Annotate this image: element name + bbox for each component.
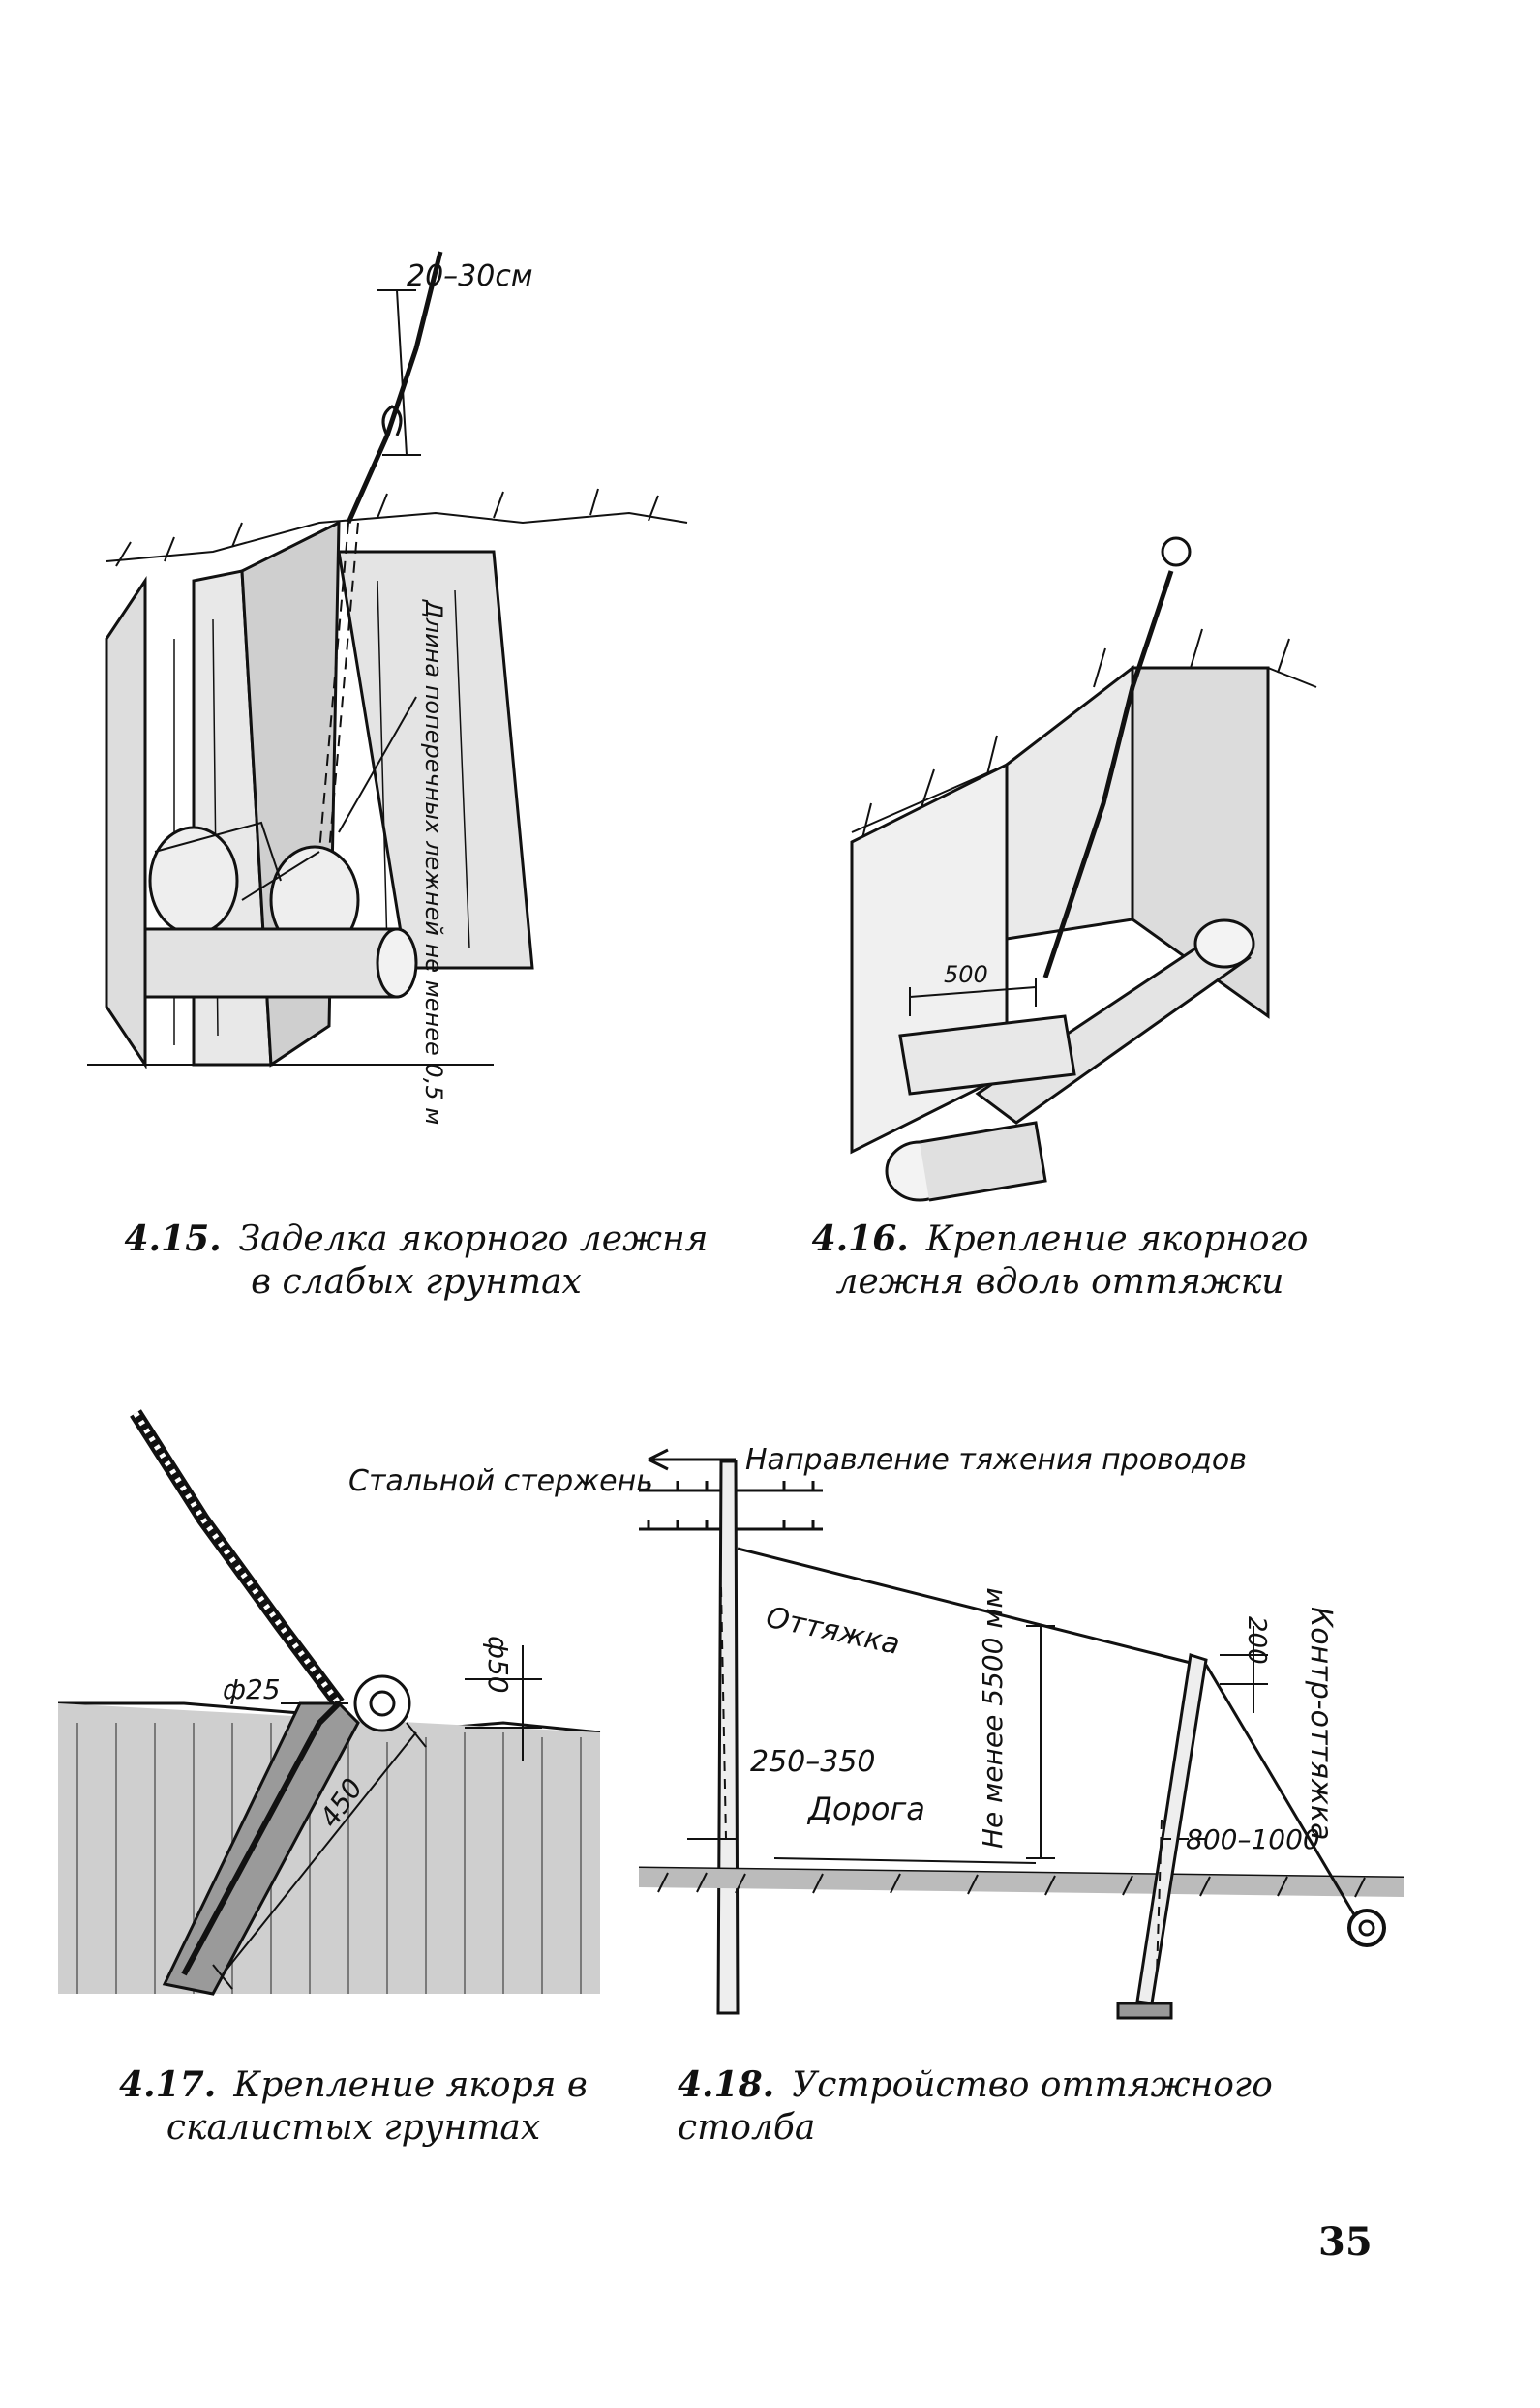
steel-rod-label: Стальной стержень bbox=[348, 1464, 653, 1498]
page-number: 35 bbox=[1318, 2219, 1373, 2265]
height-dimension bbox=[1026, 1625, 1055, 1859]
figure-4-18-drawing: Направление тяжения проводов Оттяжка 250… bbox=[638, 1443, 1404, 2020]
road bbox=[773, 1857, 1037, 1864]
figure-4-17: Стальной стержень ф25 ф50 450 bbox=[58, 1409, 653, 2013]
figure-4-16: 500 bbox=[842, 536, 1345, 1202]
road-label: Дорога bbox=[806, 1791, 925, 1827]
anchor-rod bbox=[1042, 570, 1174, 978]
counter-guy-label: Контр-оттяжка bbox=[1304, 1607, 1338, 1841]
pull-direction-label: Направление тяжения проводов bbox=[745, 1443, 1247, 1477]
crossbar-length-label: Длина поперечных лежней не менее 0,5 м bbox=[420, 599, 447, 1125]
top-offset-dimension bbox=[1220, 1626, 1268, 1713]
figure-number: 4.18. bbox=[678, 2064, 775, 2105]
main-log bbox=[143, 927, 399, 999]
anchor-cable bbox=[346, 251, 443, 525]
cross-log-1 bbox=[898, 1014, 1076, 1096]
log-end-far bbox=[1193, 918, 1255, 969]
caption-4-15: 4.15. Заделка якорного лежня в слабых гру… bbox=[116, 1218, 716, 1304]
figure-4-17-drawing: Стальной стержень ф25 ф50 450 bbox=[58, 1409, 653, 1996]
figure-number: 4.15. bbox=[124, 1219, 222, 1259]
dimension-line-50 bbox=[465, 1645, 542, 1761]
diameter-large-label: ф50 bbox=[482, 1636, 514, 1694]
dimension-line bbox=[377, 289, 421, 456]
caption-4-16: 4.16.Крепление якорного лежня вдоль оття… bbox=[770, 1218, 1350, 1304]
guy-pole-base bbox=[1116, 2002, 1173, 2020]
caption-text: Заделка якорного лежня в слабых грунтах bbox=[238, 1219, 709, 1302]
anchor-cable bbox=[130, 1409, 345, 1708]
main-pole bbox=[716, 1460, 740, 2015]
base-offset-label: 800–1000 bbox=[1186, 1823, 1320, 1855]
rod-eye bbox=[1161, 536, 1192, 567]
pull-direction-arrow bbox=[648, 1448, 736, 1471]
caption-4-18: 4.18.Устройство оттяжного столба bbox=[678, 2063, 1336, 2150]
counter-guy-wire bbox=[1204, 1664, 1357, 1917]
dimension-line bbox=[909, 978, 1037, 1016]
figure-4-16-drawing: 500 bbox=[850, 536, 1317, 1202]
dimension-line-450 bbox=[212, 1722, 427, 1990]
offset-label: 250–350 bbox=[750, 1745, 876, 1779]
caption-text: Крепление якоря в скалистых грунтах bbox=[166, 2065, 588, 2148]
guy-wire-label: Оттяжка bbox=[763, 1601, 902, 1662]
log-end-1 bbox=[148, 826, 239, 936]
rod-ring bbox=[353, 1674, 411, 1732]
ground-surface bbox=[106, 511, 688, 562]
top-offset-label: 200 bbox=[1242, 1616, 1271, 1665]
cable-offset-label: 20–30см bbox=[407, 259, 532, 293]
cable-loop bbox=[381, 405, 403, 436]
min-height-label: Не менее 5500 мм bbox=[977, 1587, 1009, 1849]
figure-4-15-drawing: 20–30см Длина поперечных лежней не менее… bbox=[87, 251, 688, 1125]
guy-wire bbox=[737, 1547, 1192, 1665]
diameter-small-label: ф25 bbox=[223, 1673, 281, 1705]
figure-number: 4.16. bbox=[811, 1219, 909, 1259]
figure-number: 4.17. bbox=[119, 2064, 217, 2105]
dimension-label: 500 bbox=[944, 961, 988, 988]
caption-text: Крепление якорного лежня вдоль оттяжки bbox=[835, 1219, 1309, 1302]
figure-4-18: Направление тяжения проводов Оттяжка 250… bbox=[629, 1432, 1404, 2032]
caption-text: Устройство оттяжного столба bbox=[678, 2065, 1273, 2148]
anchor-ring bbox=[1347, 1909, 1386, 1947]
pit-left-wall bbox=[105, 576, 147, 1069]
leader-line bbox=[338, 696, 417, 833]
caption-4-17: 4.17.Крепление якоря в скалистых грунтах bbox=[82, 2063, 624, 2150]
figure-4-15: 20–30см Длина поперечных лежней не менее… bbox=[87, 232, 707, 1181]
